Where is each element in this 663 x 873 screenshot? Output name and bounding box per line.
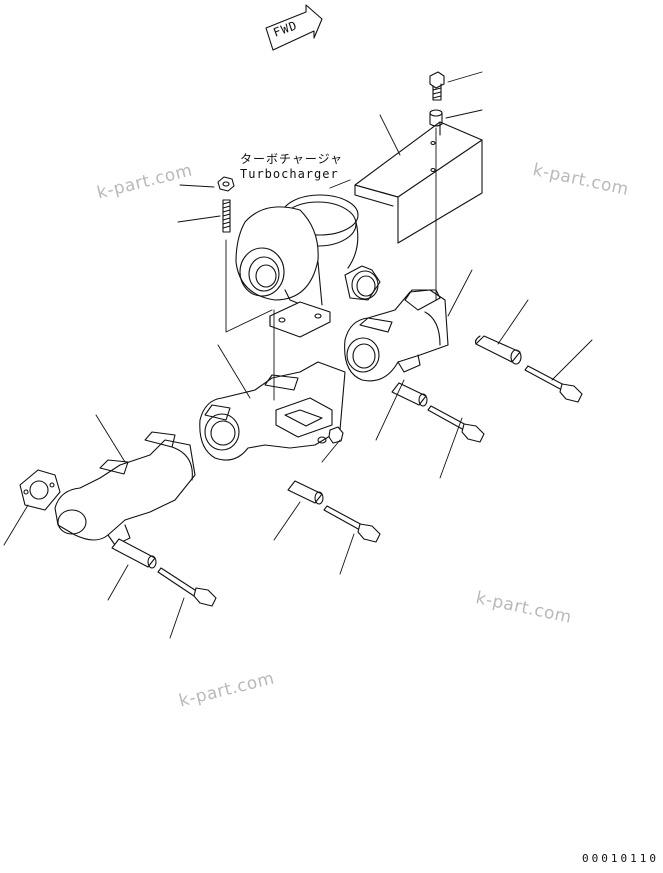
spacer-rear-long: [476, 336, 522, 364]
turbocharger-label-japanese: ターボチャージャ: [240, 152, 344, 166]
bolt-center: [324, 506, 380, 542]
turbocharger: [236, 195, 380, 337]
spacer-front: [112, 539, 156, 568]
turbo-nut: [218, 177, 234, 191]
exhaust-manifold-rear: [345, 290, 448, 381]
spacer-center: [288, 481, 323, 504]
exhaust-manifold-center: [200, 362, 345, 460]
bolt-rear-long: [525, 366, 582, 402]
turbo-stud: [223, 200, 230, 232]
bolt-front: [158, 568, 216, 606]
drawing-number: 00010110: [582, 852, 659, 865]
turbocharger-label-english: Turbocharger: [240, 167, 339, 181]
gasket: [20, 470, 60, 510]
fwd-arrow-icon: [266, 5, 322, 50]
leader-lines: [4, 72, 592, 638]
manifold-nut: [329, 427, 343, 443]
exhaust-manifold-front: [55, 432, 195, 545]
shield-bolt: [430, 72, 444, 100]
shield-spacer: [430, 110, 442, 126]
heat-shield: [355, 122, 482, 243]
bolt-rear: [428, 406, 484, 442]
